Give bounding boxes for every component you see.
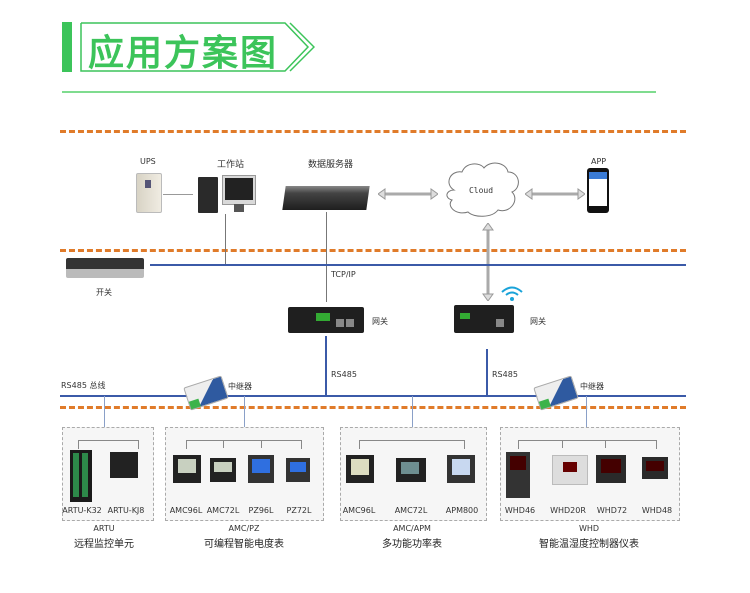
rs485-bus [60,395,686,397]
tcpip-label: TCP/IP [331,270,356,279]
wired-gateway-label: 网关 [372,317,388,326]
rs485-left-drop [325,336,327,396]
app-label: APP [591,157,607,166]
rs485-right-drop [486,349,488,396]
drop-group-2 [244,396,245,440]
switch-label: 开关 [96,288,112,297]
device-label: PZ96L [248,506,274,515]
group-title: WHD [578,524,600,533]
pz96l-icon [248,455,274,483]
group-title: AMC/APM [393,524,431,533]
drop-group-3 [412,396,413,440]
device-label: APM800 [445,506,479,515]
apm800-icon [447,455,475,483]
wireless-gateway-icon [454,305,514,333]
branch-tick [562,440,563,448]
group-whd-branch [518,440,657,449]
wired-gateway-icon [288,307,364,333]
group-artu-branch [78,440,139,449]
device-label: AMC72L [206,506,240,515]
group-subtitle: 远程监控单元 [74,539,134,550]
device-label: WHD48 [641,506,673,515]
device-label: PZ72L [286,506,312,515]
ethernet-bus [150,264,686,266]
zone-divider-mid [60,249,686,252]
group-subtitle: 智能温湿度控制器仪表 [539,539,639,550]
device-label: AMC96L [169,506,203,515]
header-divider [62,91,656,93]
branch-tick [605,440,606,448]
drop-group-4 [586,396,587,440]
repeater-left-label: 中继器 [228,382,252,391]
group-subtitle: 多功能功率表 [382,539,442,550]
workstation-tower-icon [198,177,218,213]
device-label: WHD72 [596,506,628,515]
group-title: ARTU [93,524,115,533]
phone-icon [587,168,609,213]
group-amc-apm-branch [359,440,465,449]
ups-icon [136,173,162,213]
drop-group-1 [104,396,105,440]
title-accent-bar [62,22,72,72]
server-icon [282,186,370,210]
amc96l-icon [173,455,201,483]
zone-divider-top [60,130,686,133]
whd20r-icon [552,455,588,485]
device-label: AMC72L [394,506,428,515]
group-amc-pz-branch [186,440,302,449]
ups-link-line [163,194,193,195]
whd72-icon [596,455,626,483]
rs485-left-label: RS485 [331,370,357,379]
ups-label: UPS [140,157,156,166]
wifi-icon [501,286,523,301]
workstation-link-line [225,214,226,266]
whd46-icon [506,452,530,498]
page-title: 应用方案图 [88,33,279,74]
monitor-stand [234,204,244,212]
device-label: WHD46 [504,506,536,515]
repeater-right-label: 中继器 [580,382,604,391]
server-label: 数据服务器 [308,160,354,170]
pz72l-icon [286,458,310,482]
amc72l-meter-icon [396,458,426,482]
cloud-gateway-arrow [482,223,494,301]
group-subtitle: 可编程智能电度表 [204,539,284,550]
server-cloud-arrow [378,188,438,200]
zone-divider-bottom [60,406,686,409]
cloud-app-arrow [525,188,585,200]
title-frame [80,22,315,72]
wireless-gateway-label: 网关 [530,317,546,326]
cloud-label: Cloud [468,186,494,195]
group-title: AMC/PZ [228,524,260,533]
rs485-bus-label: RS485 总线 [61,381,106,390]
workstation-label: 工作站 [217,160,245,170]
artu-k32-icon [70,450,92,502]
device-label: ARTU-K32 [62,506,102,515]
switch-icon [66,258,144,278]
artu-kj8-icon [110,452,138,478]
workstation-monitor-icon [222,175,256,205]
rs485-right-label: RS485 [492,370,518,379]
whd48-icon [642,457,668,479]
amc96l-meter-icon [346,455,374,483]
branch-tick [261,440,262,448]
branch-tick [223,440,224,448]
amc72l-icon [210,458,236,482]
cloud-icon [446,162,519,217]
server-link-line [326,212,327,302]
device-label: WHD20R [550,506,586,515]
device-label: AMC96L [342,506,376,515]
device-label: ARTU-KJ8 [107,506,145,515]
